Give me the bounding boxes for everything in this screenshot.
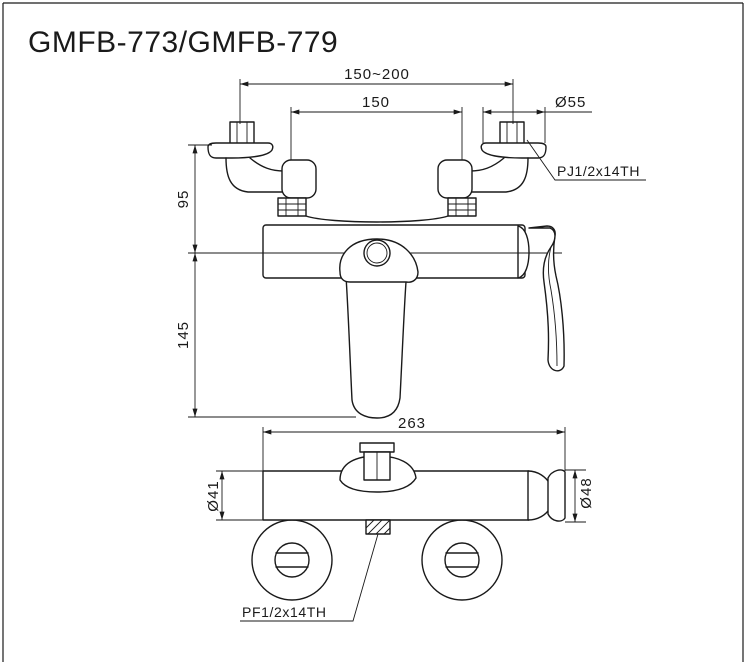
side-temperature-lever (528, 225, 565, 372)
hatch-line (365, 519, 375, 529)
body-top-contour (305, 215, 449, 223)
left-flange-plan (251, 519, 333, 601)
leader-outlet-thread (240, 533, 379, 622)
right-eccentric-union (437, 159, 473, 199)
knob-neck-plan (527, 470, 551, 521)
dim-label-body-length: 263 (398, 415, 426, 432)
temperature-knob-plan (547, 469, 566, 522)
lever-pivot-ring (363, 239, 391, 267)
right-flange-inner-circle (444, 542, 480, 578)
front-elevation-view (188, 121, 565, 419)
front-lever-handle (344, 261, 407, 419)
dim-label-inlet-span: 150~200 (344, 66, 410, 83)
dim-label-flange-diameter: Ø55 (555, 94, 586, 111)
leader-inlet-thread (526, 139, 646, 181)
dim-label-body-diameter: Ø41 (205, 480, 222, 511)
label-inlet-thread: PJ1/2x14TH (557, 163, 640, 179)
right-arm-upper-edge (469, 157, 505, 172)
right-hex-nut (447, 197, 477, 217)
dim-label-knob-diameter: Ø48 (578, 477, 595, 508)
right-arm-lower-edge (469, 157, 529, 193)
front-view-dimensions: 150~200 150 Ø55 PJ1/2x14TH 95 145 (175, 66, 646, 418)
hatch-line (367, 519, 383, 535)
plan-view-dimensions: 263 Ø41 Ø48 PF1/2x14TH (205, 415, 595, 622)
left-inlet-assembly (207, 121, 317, 217)
hatch-line (375, 519, 391, 535)
right-wall-flange (480, 142, 547, 159)
left-eccentric-union (281, 159, 317, 199)
right-flange-plan (421, 519, 503, 601)
hatch-line (383, 527, 391, 535)
left-inlet-top-nut (229, 121, 255, 145)
label-outlet-thread: PF1/2x14TH (242, 604, 327, 620)
left-hex-nut (277, 197, 307, 217)
left-arm-lower-edge (225, 157, 285, 193)
outlet-thread-hatch (365, 519, 391, 535)
lever-pivot-inner (366, 242, 388, 264)
dim-label-handle-height: 145 (175, 321, 192, 349)
left-arm-upper-edge (249, 157, 285, 172)
right-inlet-assembly (437, 121, 547, 217)
right-inlet-top-nut (499, 121, 525, 145)
plan-view (251, 442, 566, 601)
left-flange-inner-circle (274, 542, 310, 578)
side-lever-edge-line (547, 246, 558, 367)
dim-label-inlet-height: 95 (175, 190, 192, 209)
dim-label-inlet-center: 150 (362, 94, 390, 111)
lever-top-nut (359, 442, 395, 453)
model-title: GMFB-773/GMFB-779 (28, 26, 338, 59)
body-right-cap (517, 225, 530, 279)
left-wall-flange (207, 142, 274, 159)
